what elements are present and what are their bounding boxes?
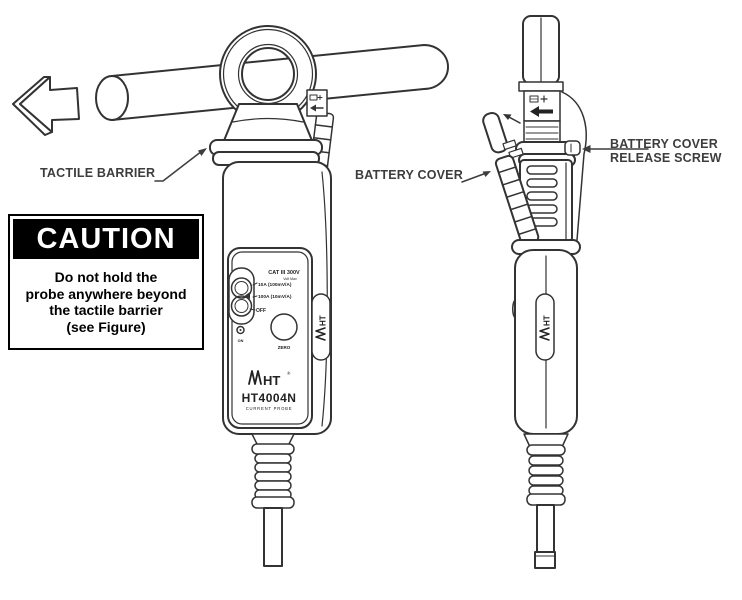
cable-strain-relief-front bbox=[251, 433, 295, 567]
caution-title: CAUTION bbox=[13, 219, 199, 259]
side-brand-badge-side: HT bbox=[535, 293, 555, 361]
brand-logo: HT ® bbox=[248, 370, 291, 388]
range-10a-label: 10A (100mV/A) bbox=[258, 282, 292, 288]
probe-side-view: HT bbox=[482, 15, 587, 569]
switch-pointer bbox=[245, 292, 250, 299]
leader-lines bbox=[154, 145, 649, 183]
caution-line: the tactile barrier bbox=[49, 302, 163, 318]
battery-slot-front bbox=[306, 89, 328, 117]
on-label: ON bbox=[238, 339, 244, 343]
side-brand-badge-front: HT bbox=[311, 293, 331, 361]
output-cable-front bbox=[263, 507, 283, 567]
battery-polarity-icon bbox=[309, 94, 323, 101]
cable-strain-relief-side bbox=[523, 433, 569, 569]
insert-direction-arrow-icon bbox=[310, 104, 324, 112]
tactile-barrier-label: TACTILE BARRIER bbox=[40, 166, 156, 180]
conductor-cable bbox=[95, 44, 449, 121]
model-subtitle-text: CURRENT PROBE bbox=[246, 406, 293, 411]
battery-cover-label: BATTERY COVER bbox=[355, 168, 463, 182]
battery-cover bbox=[482, 112, 540, 246]
zero-label: ZERO bbox=[278, 345, 291, 350]
front-badge-text: HT bbox=[319, 315, 328, 326]
caution-box: CAUTION Do not hold the probe anywhere b… bbox=[8, 214, 204, 350]
cover-removal-arrow-icon bbox=[503, 114, 521, 124]
zero-button bbox=[270, 313, 298, 341]
bell-ridge bbox=[232, 117, 304, 123]
switch-position-ticks bbox=[249, 282, 258, 311]
range-switch bbox=[228, 267, 255, 325]
probe-front-view: CAT III 300V Volt Max 10A (100mV/A) 100A… bbox=[12, 25, 449, 567]
caution-text: Do not hold the probe anywhere beyond th… bbox=[10, 262, 202, 335]
control-panel-inset bbox=[231, 251, 309, 425]
caution-line: probe anywhere beyond bbox=[25, 285, 187, 302]
battery-cover-leader bbox=[461, 171, 491, 183]
battery-polarity-icon bbox=[529, 95, 548, 103]
cable-end-cap bbox=[534, 551, 556, 569]
release-screw-label-line1: BATTERY COVER bbox=[610, 137, 718, 151]
release-screw-leader bbox=[582, 145, 649, 153]
range-100a-label: 100A (10mV/A) bbox=[258, 294, 292, 300]
rating-note-text: Volt Max bbox=[283, 277, 297, 281]
brand-text: HT bbox=[263, 373, 280, 388]
tactile-barrier-leader bbox=[154, 148, 207, 182]
battery-cover-release-screw bbox=[564, 140, 581, 156]
side-rib-section bbox=[523, 120, 561, 145]
clamp-arm-contour bbox=[561, 91, 587, 241]
release-screw-label-line2: RELEASE SCREW bbox=[610, 151, 722, 165]
probe-bell bbox=[222, 103, 314, 144]
output-cable-side bbox=[536, 504, 555, 555]
battery-cover-release-screw-label: BATTERY COVER RELEASE SCREW bbox=[610, 137, 722, 165]
direction-arrow-icon bbox=[12, 76, 80, 136]
zero-button-side-profile bbox=[512, 299, 516, 319]
battery-slot-side bbox=[523, 90, 561, 122]
off-label: OFF bbox=[256, 308, 266, 314]
clamp-jaw-side bbox=[518, 15, 564, 92]
model-text: HT4004N bbox=[242, 391, 297, 405]
power-led bbox=[236, 325, 245, 335]
waveform-icon bbox=[248, 370, 262, 385]
waveform-icon bbox=[315, 327, 326, 341]
side-badge-text: HT bbox=[543, 315, 552, 326]
registered-mark: ® bbox=[287, 370, 291, 376]
caution-line: Do not hold the bbox=[54, 269, 158, 285]
insert-direction-arrow-icon bbox=[530, 106, 553, 117]
rating-text: CAT III 300V bbox=[268, 270, 300, 276]
waveform-icon bbox=[539, 327, 550, 341]
caution-line: (see Figure) bbox=[66, 318, 146, 335]
